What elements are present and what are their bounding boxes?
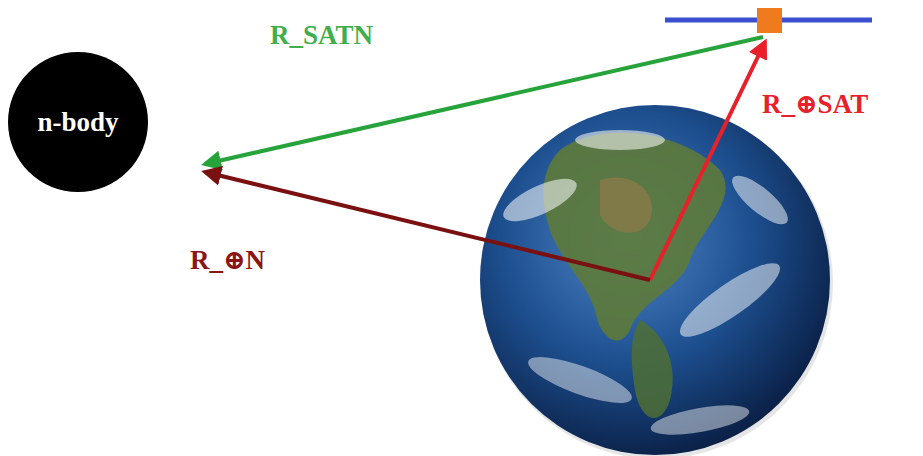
body-circle: n-body [8,52,148,192]
body-name: n-body [37,107,118,138]
label-holder: R_⊕N [190,244,265,276]
vector-arrow [205,172,650,280]
label-holder: R_SATN [270,20,373,51]
vector-arrow [205,37,763,164]
vector-label: R_⊕SAT [762,88,868,120]
satellite [665,8,872,33]
vector-label: R_SATN [270,20,373,51]
vector-label: R_⊕N [190,244,265,276]
label-holder: R_⊕SAT [762,88,868,120]
earth-globe [480,105,833,456]
vector-arrow [650,42,765,280]
